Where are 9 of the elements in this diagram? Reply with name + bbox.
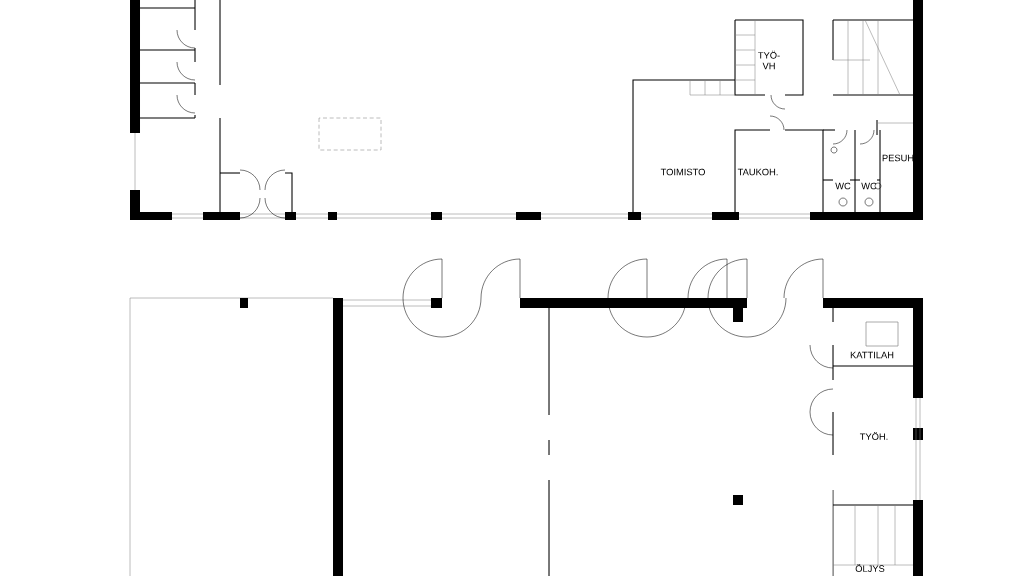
room-label: TOIMISTO	[660, 168, 705, 176]
room-label: WC	[861, 182, 877, 190]
room-label: ÖLJYS	[855, 564, 885, 572]
room-label: TAUKOH.	[737, 168, 778, 176]
room-label: TYÖ- VH	[758, 50, 780, 70]
room-label: KATTILAH	[850, 351, 894, 359]
room-label: WC	[835, 182, 851, 190]
room-label: PESUH	[882, 154, 914, 162]
room-label: TYÖH.	[859, 432, 888, 440]
